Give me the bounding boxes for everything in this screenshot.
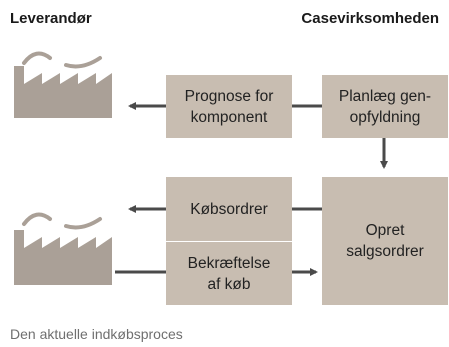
plan-box: Planlæg gen- opfyldning — [322, 75, 448, 138]
confirmation-line2: af køb — [207, 275, 251, 293]
forecast-line2: komponent — [190, 108, 268, 126]
plan-line2: opfyldning — [349, 108, 421, 126]
create-sales-box: Opret salgsordrer — [322, 177, 448, 305]
purchase-orders-label: Købsordrer — [190, 200, 268, 218]
case-company-header: Casevirksomheden — [301, 10, 439, 27]
forecast-line1: Prognose for — [184, 87, 274, 105]
figure-caption: Den aktuelle indkøbsproces — [10, 326, 183, 342]
plan-line1: Planlæg gen- — [338, 87, 432, 105]
factory-icon — [14, 212, 112, 285]
confirmation-box: Bekræftelse af køb — [166, 242, 292, 305]
create-sales-line1: Opret — [365, 222, 405, 239]
factory-icon — [14, 51, 112, 118]
create-sales-line2: salgsordrer — [346, 243, 424, 260]
purchase-orders-box: Købsordrer — [166, 177, 292, 241]
supplier-header: Leverandør — [10, 10, 92, 27]
forecast-box: Prognose for komponent — [166, 75, 292, 138]
confirmation-line1: Bekræftelse — [187, 254, 271, 272]
